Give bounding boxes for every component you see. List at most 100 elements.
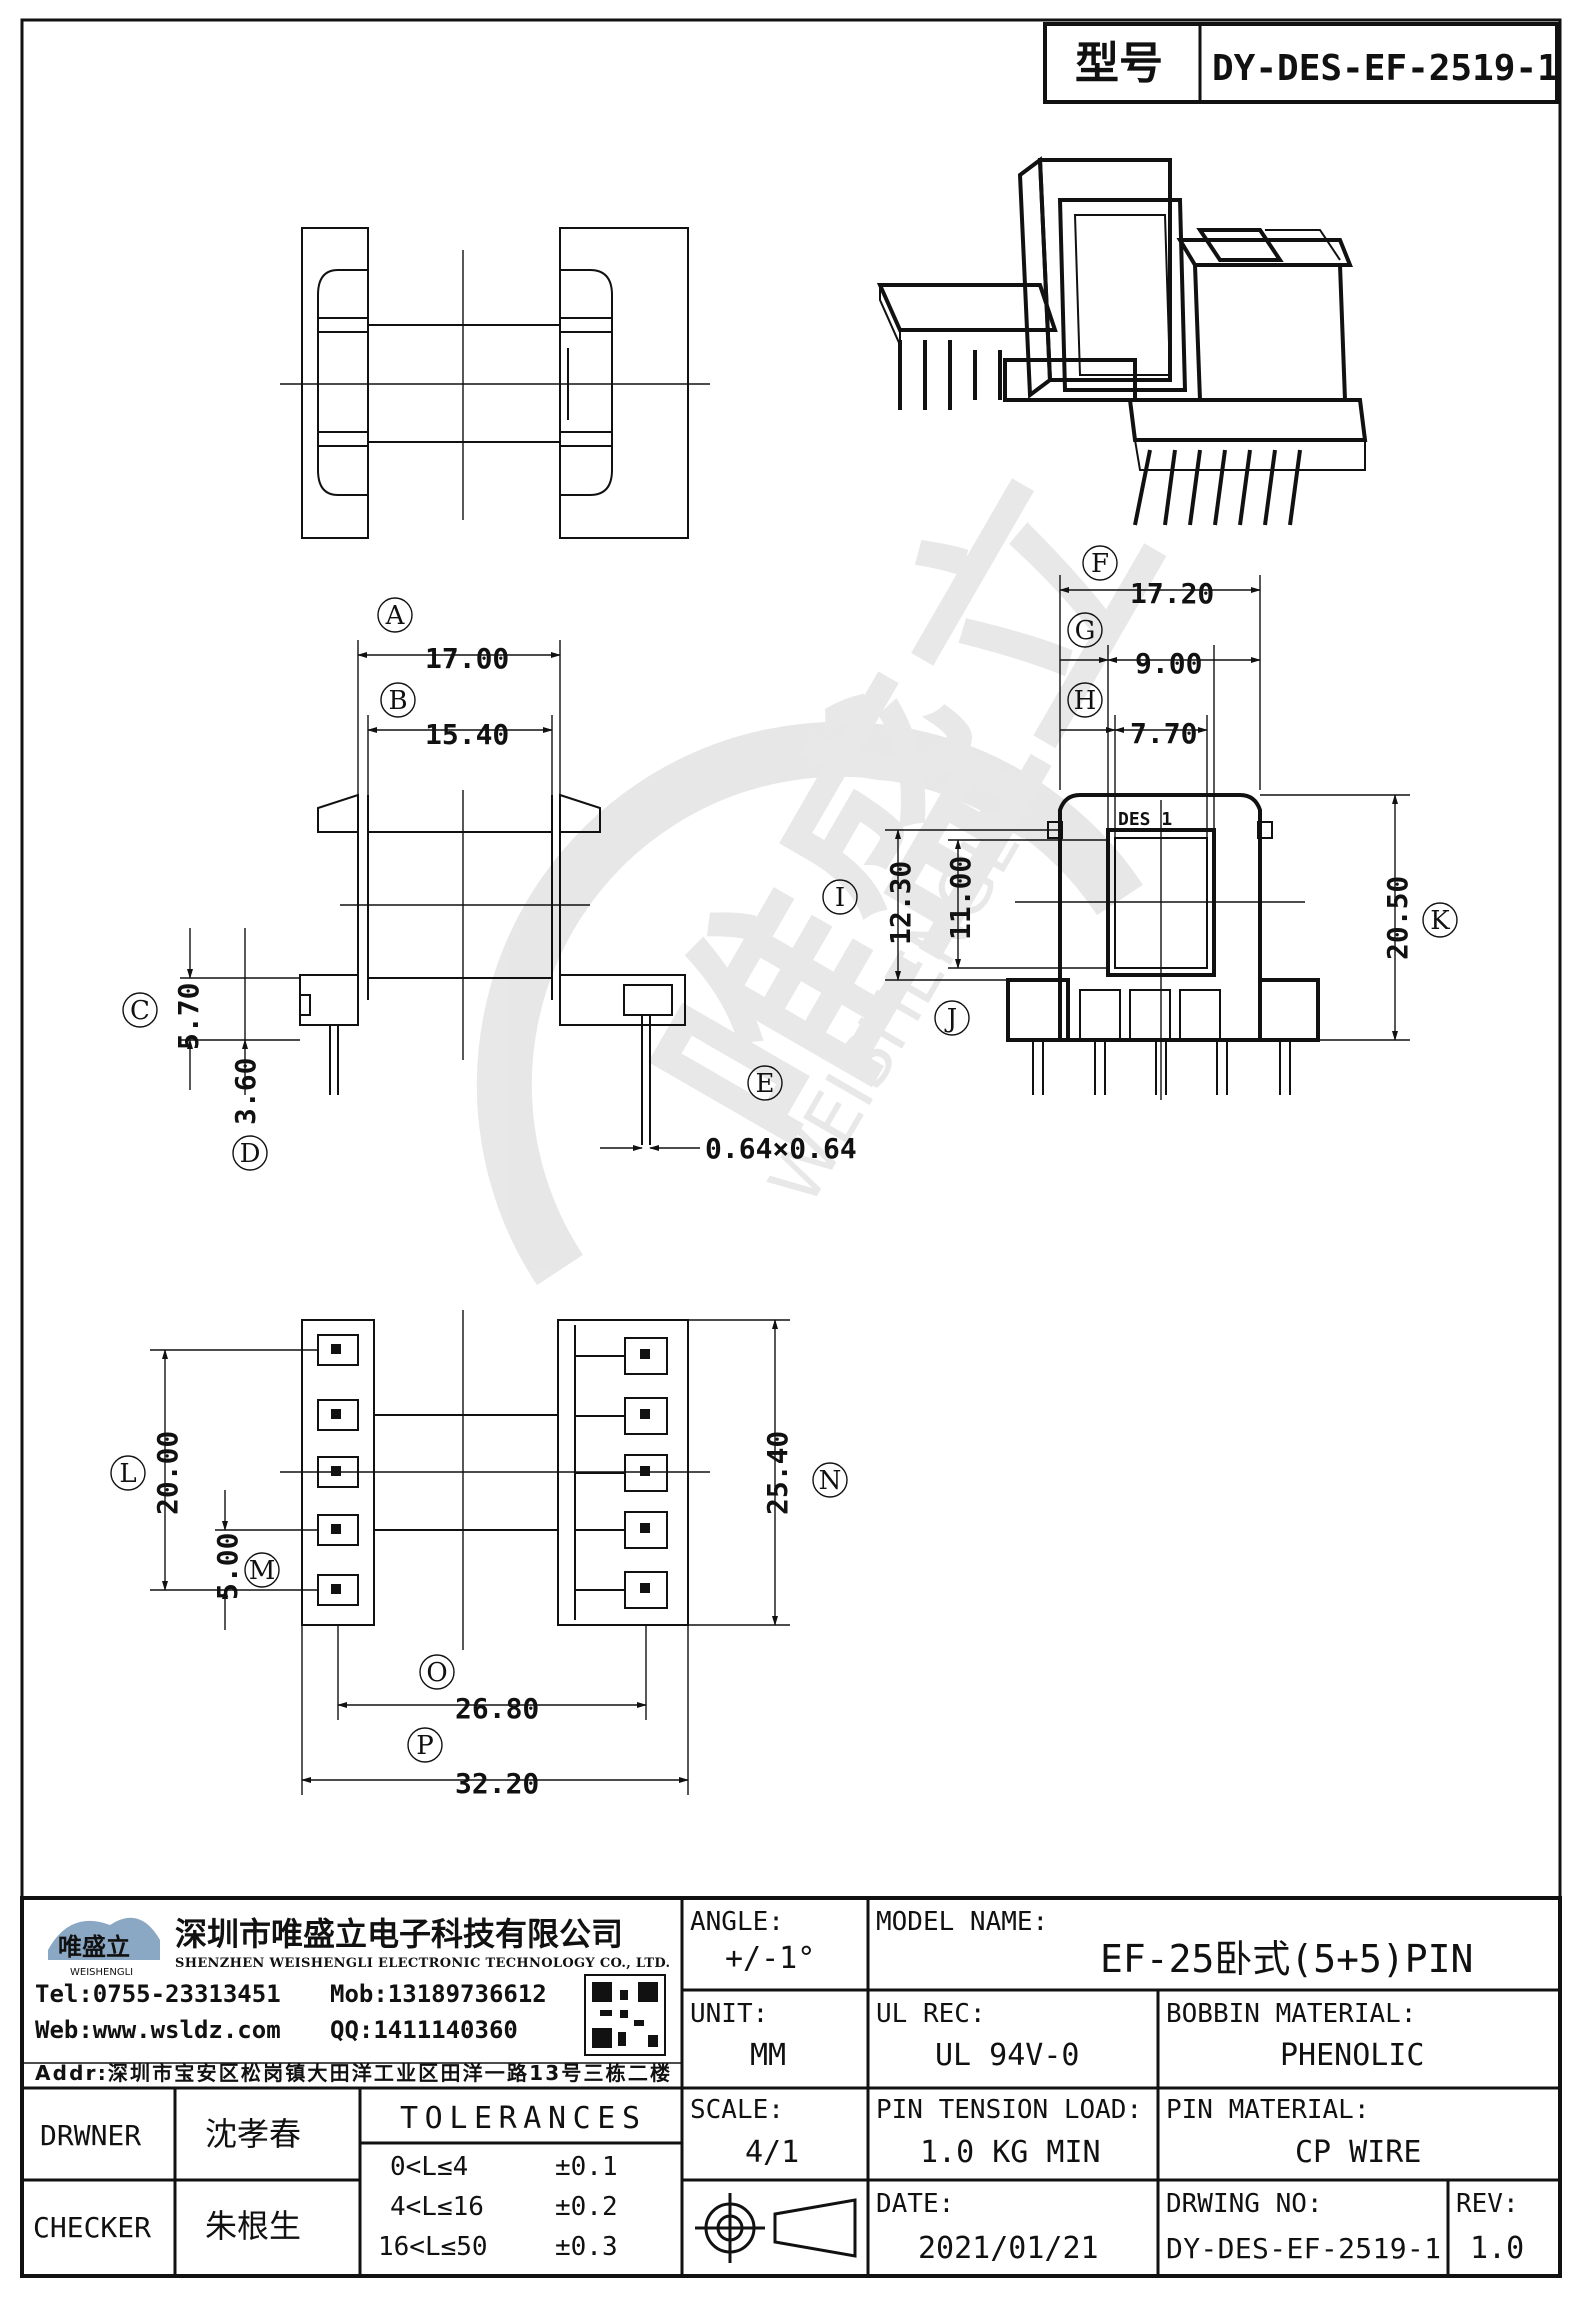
ul-label: UL REC: [876,1999,986,2029]
angle-value: +/-1° [725,1941,815,1976]
side-view: DES 1 [1006,793,1320,1100]
unit-value: MM [750,2038,786,2073]
bobbin-marking: DES 1 [1118,809,1172,830]
tolerance-range-1: 0<L≤4 [390,2152,468,2182]
checker-name: 朱根生 [205,2207,301,2245]
date-label: DATE: [876,2189,954,2219]
model-name-label: MODEL NAME: [876,1907,1048,1937]
company-web: Web:www.wsldz.com [35,2016,281,2044]
tolerance-value-3: ±0.3 [555,2232,618,2262]
dimension-values: 17.00 15.40 5.70 3.60 0.64×0.64 17.20 9.… [151,577,1414,1800]
model-code: DY-DES-EF-2519-1 [1212,48,1559,89]
scale-label: SCALE: [690,2095,784,2125]
callout-A: A [377,597,413,633]
rev-value: 1.0 [1470,2231,1524,2266]
callout-M: M [244,1552,280,1588]
qr-code-icon [584,1974,666,2056]
drawing-no-label: DRWING NO: [1166,2189,1323,2219]
svg-text:P: P [416,1731,434,1761]
svg-text:M: M [249,1556,276,1586]
svg-text:F: F [1091,549,1109,579]
dim-A-value: 17.00 [425,642,509,675]
svg-text:H: H [1074,686,1097,716]
dimension-callouts: A B C D E F G H I J K L M N O P [110,545,1458,1763]
company-tel: Tel:0755-23313451 [35,1980,281,2008]
callout-O: O [419,1654,455,1690]
company-name-en: SHENZHEN WEISHENGLI ELECTRONIC TECHNOLOG… [175,1956,670,1971]
svg-text:G: G [1075,616,1096,646]
drawer-label: DRWNER [40,2119,141,2152]
callout-P: P [407,1727,443,1763]
company-address: Addr:深圳市宝安区松岗镇大田洋工业区田洋一路13号三栋二楼 [35,2061,670,2085]
callout-H: H [1067,682,1103,718]
tolerances-label: TOLERANCES [400,2101,640,2136]
callout-J: J [934,1000,970,1036]
dim-M-value: 5.00 [211,1533,244,1600]
dim-F-value: 17.20 [1130,577,1214,610]
top-view [280,227,710,539]
pin-tension-value: 1.0 KG MIN [920,2135,1101,2170]
callout-K: K [1422,902,1458,938]
drawing-no-value: DY-DES-EF-2519-1 [1166,2232,1441,2265]
pin-material-value: CP WIRE [1295,2135,1421,2170]
company-name-cn: 深圳市唯盛立电子科技有限公司 [175,1915,623,1953]
dim-L-value: 20.00 [151,1431,184,1515]
checker-label: CHECKER [33,2211,151,2244]
dim-N-value: 25.40 [761,1431,794,1515]
company-mob: Mob:13189736612 [330,1980,547,2008]
angle-label: ANGLE: [690,1907,784,1937]
dimension-lines [150,575,1410,1795]
dim-B-value: 15.40 [425,718,509,751]
ul-value: UL 94V-0 [935,2038,1080,2073]
isometric-view [876,156,1368,526]
svg-text:L: L [119,1459,136,1489]
header-model-box: 型号 DY-DES-EF-2519-1 [1043,22,1559,104]
drawer-name: 沈孝春 [205,2115,301,2153]
bobbin-material-label: BOBBIN MATERIAL: [1166,1999,1416,2029]
scale-value: 4/1 [745,2135,799,2170]
title-block: 唯盛立 WEISHENGLI 深圳市唯盛立电子科技有限公司 SHENZHEN W… [20,1896,1562,2278]
tolerance-range-3: 16<L≤50 [378,2232,488,2262]
rev-label: REV: [1456,2189,1519,2219]
date-value: 2021/01/21 [918,2231,1099,2266]
svg-text:K: K [1430,906,1450,936]
dim-H-value: 7.70 [1130,717,1197,750]
company-qq: QQ:1411140360 [330,2016,518,2044]
callout-N: N [812,1462,848,1498]
svg-text:N: N [819,1466,842,1496]
svg-text:A: A [385,601,406,631]
dim-E-value: 0.64×0.64 [705,1132,857,1165]
model-label: 型号 [1075,38,1163,89]
logo-sub: WEISHENGLI [70,1967,133,1978]
svg-text:D: D [240,1139,261,1169]
svg-text:I: I [835,883,845,913]
projection-symbol-icon [695,2193,857,2263]
callout-G: G [1067,612,1103,648]
bottom-view [280,1310,710,1650]
svg-text:O: O [426,1658,447,1688]
dim-G-value: 9.00 [1135,647,1202,680]
dim-O-value: 26.80 [455,1692,539,1725]
callout-E: E [747,1065,783,1101]
front-view [299,790,686,1145]
pin-material-label: PIN MATERIAL: [1166,2095,1370,2125]
dim-D-value: 3.60 [229,1058,262,1125]
model-name-value: EF-25卧式(5+5)PIN [1100,1937,1473,1981]
dim-I-value: 12.30 [884,861,917,945]
logo-text: 唯盛立 [58,1933,130,1961]
dim-K-value: 20.50 [1381,876,1414,960]
callout-I: I [822,879,858,915]
dim-P-value: 32.20 [455,1767,539,1800]
unit-label: UNIT: [690,1999,768,2029]
tolerance-range-2: 4<L≤16 [390,2192,484,2222]
callout-D: D [232,1135,268,1171]
svg-text:E: E [756,1069,775,1099]
company-logo: 唯盛立 WEISHENGLI [48,1917,160,1978]
svg-text:C: C [130,996,150,1026]
bobbin-material-value: PHENOLIC [1280,2038,1425,2073]
svg-text:B: B [388,686,407,716]
callout-F: F [1082,545,1118,581]
callout-C: C [122,992,158,1028]
svg-text:J: J [944,1004,957,1034]
